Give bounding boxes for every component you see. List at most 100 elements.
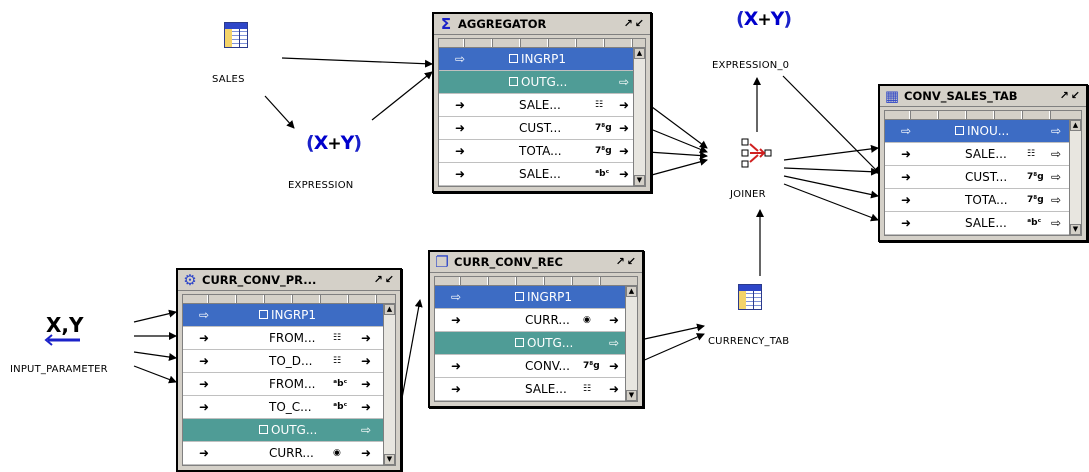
table-icon [738, 284, 762, 310]
wire-expr0-target [782, 75, 881, 175]
maximize-minimize-icon[interactable]: ↗↙ [1059, 89, 1082, 102]
attribute-label: INGRP1 [521, 52, 567, 66]
attribute-label: CUST... [965, 170, 1008, 184]
vertical-scrollbar[interactable]: ▲▼ [625, 286, 637, 401]
attribute-label: FROM... [269, 331, 316, 345]
datatype-icon: 7⁸g [595, 123, 612, 133]
vertical-scrollbar[interactable]: ▲▼ [1069, 120, 1081, 235]
joiner-node[interactable]: JOINER [726, 136, 786, 206]
sales-node[interactable]: SALES [210, 22, 270, 92]
expression-0-node[interactable]: (X+Y) EXPRESSION_0 [708, 8, 798, 72]
input-parameter-node[interactable]: X,Y INPUT_PARAMETER [8, 312, 138, 382]
scroll-up-icon[interactable]: ▲ [626, 286, 637, 297]
maximize-minimize-icon[interactable]: ↗↙ [373, 273, 396, 286]
group-in-row[interactable]: ⇨INGRP1 [439, 48, 633, 71]
attribute-row[interactable]: ➜SALE...☷➜ [439, 94, 633, 117]
attribute-label: SALE... [519, 98, 561, 112]
input-arrow-icon: ⇨ [450, 290, 462, 304]
attribute-row[interactable]: ➜FROM...☷➜ [183, 327, 383, 350]
output-arrow-icon: ➜ [360, 354, 372, 368]
group-out-row[interactable]: OUTG...⇨ [435, 332, 625, 355]
attribute-grid: ⇨ INGRP1 ➜CURR...◉➜OUTG...⇨➜CONV...7⁸g➜➜SA… [434, 276, 638, 402]
curr-conv-pr-operator[interactable]: ⚙CURR_CONV_PR...↗↙⇨INGRP1➜FROM...☷➜➜TO_D… [176, 268, 402, 472]
attribute-label: INGRP1 [527, 290, 573, 304]
attribute-row[interactable]: ➜CURR...◉➜ [183, 442, 383, 465]
scroll-down-icon[interactable]: ▼ [634, 175, 645, 186]
attribute-row[interactable]: ➜CONV...7⁸g➜ [435, 355, 625, 378]
input-arrow-icon: ➜ [454, 144, 466, 158]
collapse-icon[interactable] [259, 310, 268, 319]
wire-sales-expression [264, 95, 295, 129]
attribute-row[interactable]: ➜SALE...☷➜ [435, 378, 625, 401]
attribute-label: INGRP1 [271, 308, 317, 322]
scroll-down-icon[interactable]: ▼ [626, 390, 637, 401]
attribute-row[interactable]: ➜CUST...7⁸g➜ [439, 117, 633, 140]
group-out-row[interactable]: OUTG...⇨ [439, 71, 633, 94]
collapse-icon[interactable] [955, 126, 964, 135]
wire-joiner-target-2 [783, 167, 879, 176]
attribute-row[interactable]: ➜CURR...◉➜ [435, 309, 625, 332]
attribute-label: OUTG... [271, 423, 318, 437]
input-arrow-icon: ➜ [900, 216, 912, 230]
scroll-up-icon[interactable]: ▲ [1070, 120, 1081, 131]
operator-title-bar[interactable]: ⚙CURR_CONV_PR...↗↙ [178, 270, 400, 291]
attribute-row[interactable]: ➜SALE...ᵃbᶜ⇨ [885, 212, 1069, 235]
datatype-icon: ☷ [1027, 149, 1036, 159]
attribute-row[interactable]: ➜TO_C...ᵃbᶜ➜ [183, 396, 383, 419]
group-out-row[interactable]: OUTG... ⇨ [183, 419, 383, 442]
scroll-down-icon[interactable]: ▼ [384, 454, 395, 465]
scroll-up-icon[interactable]: ▲ [384, 304, 395, 315]
attribute-row[interactable]: ➜TOTA...7⁸g⇨ [885, 189, 1069, 212]
collapse-icon[interactable] [515, 338, 524, 347]
operator-title-bar[interactable]: ▦CONV_SALES_TAB↗↙ [880, 86, 1086, 107]
wire-param-pr-3 [133, 351, 177, 361]
attribute-row[interactable]: ➜TOTA...7⁸g➜ [439, 140, 633, 163]
datatype-icon: 7⁸g [1027, 195, 1044, 205]
collapse-icon[interactable] [259, 425, 268, 434]
output-arrow-icon: ➜ [608, 382, 620, 396]
currency-tab-node[interactable]: CURRENCY_TAB [708, 284, 812, 348]
vertical-scrollbar[interactable]: ▲▼ [383, 304, 395, 465]
curr-conv-rec-operator[interactable]: ❐CURR_CONV_REC↗↙ ⇨ INGRP1 ➜CURR...◉➜OUTG...… [428, 250, 644, 408]
collapse-icon[interactable] [509, 54, 518, 63]
attribute-grid: ⇨INGRP1➜FROM...☷➜➜TO_D...☷➜➜FROM...ᵃbᶜ➜➜… [182, 294, 396, 466]
collapse-icon[interactable] [515, 292, 524, 301]
output-arrow-icon: ⇨ [360, 423, 372, 437]
scroll-down-icon[interactable]: ▼ [1070, 224, 1081, 235]
group-in-row[interactable]: ⇨ INGRP1 [435, 286, 625, 309]
attribute-label: SALE... [519, 167, 561, 181]
expression-node[interactable]: (X+Y) EXPRESSION [288, 132, 378, 196]
group-in-row[interactable]: ⇨INGRP1 [183, 304, 383, 327]
attribute-label: SALE... [965, 216, 1007, 230]
grid-header [435, 277, 637, 286]
attribute-row[interactable]: ➜SALE...☷⇨ [885, 143, 1069, 166]
datatype-icon: ᵃbᶜ [1027, 218, 1042, 228]
output-arrow-icon: ➜ [618, 98, 630, 112]
table-icon: ▦ [884, 87, 900, 105]
attribute-label: CURR... [269, 446, 314, 460]
wire-sales-aggregator [281, 57, 433, 68]
attribute-label: TO_D... [269, 354, 313, 368]
attribute-row[interactable]: ➜FROM...ᵃbᶜ➜ [183, 373, 383, 396]
vertical-scrollbar[interactable]: ▲▼ [633, 48, 645, 186]
scroll-up-icon[interactable]: ▲ [634, 48, 645, 59]
operator-title-bar[interactable]: ❐CURR_CONV_REC↗↙ [430, 252, 642, 273]
attribute-row[interactable]: ➜TO_D...☷➜ [183, 350, 383, 373]
parameter-icon: X,Y [44, 313, 84, 346]
input-arrow-icon: ➜ [198, 400, 210, 414]
input-arrow-icon: ⇨ [900, 124, 912, 138]
attribute-row[interactable]: ➜SALE...ᵃbᶜ➜ [439, 163, 633, 186]
maximize-minimize-icon[interactable]: ↗↙ [623, 17, 646, 30]
input-arrow-icon: ➜ [450, 359, 462, 373]
maximize-minimize-icon[interactable]: ↗↙ [615, 255, 638, 268]
gear-icon: ⚙ [183, 271, 197, 289]
output-arrow-icon: ➜ [618, 121, 630, 135]
collapse-icon[interactable] [509, 77, 518, 86]
group-in-row[interactable]: ⇨INOU...⇨ [885, 120, 1069, 143]
conv-sales-tab-operator[interactable]: ▦CONV_SALES_TAB↗↙⇨INOU...⇨➜SALE...☷⇨➜CUS… [878, 84, 1088, 242]
attribute-row[interactable]: ➜CUST...7⁸g⇨ [885, 166, 1069, 189]
